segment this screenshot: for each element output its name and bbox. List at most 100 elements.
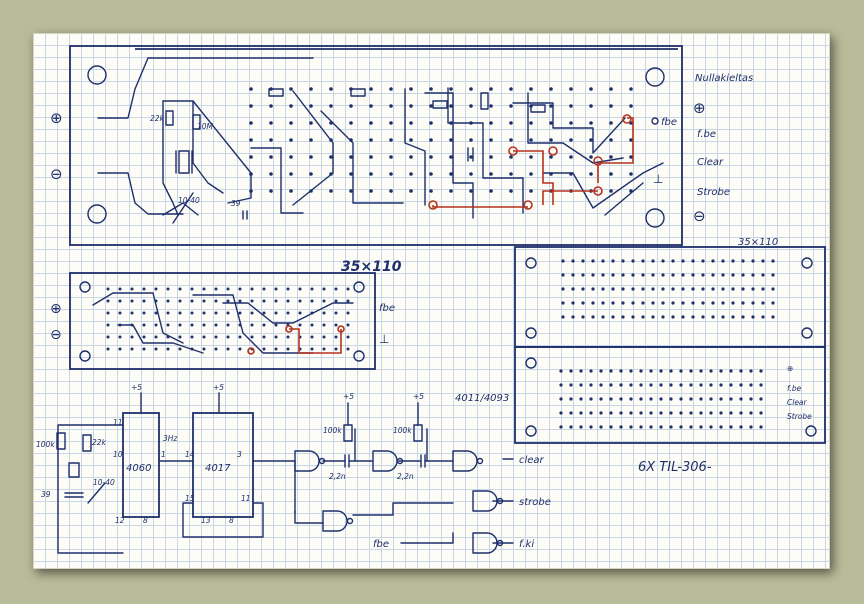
display-pad: [739, 397, 743, 401]
pin-11b: 11: [241, 494, 251, 503]
board-pad: [214, 287, 218, 291]
graph-paper-sheet: fbe ⊥ 22k 10M 10-40 39 ⊕ ⊖ Nullakieltas …: [33, 33, 830, 569]
board-pad: [142, 335, 146, 339]
display-pad: [641, 315, 645, 319]
board-pad: [249, 87, 253, 91]
board-pad: [429, 172, 433, 176]
board-pad: [269, 121, 273, 125]
board-pad: [106, 347, 110, 351]
board-pad: [130, 299, 134, 303]
board-pad: [409, 189, 413, 193]
board-pad: [569, 155, 573, 159]
board-pad: [509, 121, 513, 125]
pin-8b: 8: [229, 516, 234, 525]
display-pad: [699, 397, 703, 401]
board-pad: [238, 287, 242, 291]
display-pad: [719, 411, 723, 415]
board-pad: [178, 287, 182, 291]
board-pad: [250, 287, 254, 291]
display-pad: [731, 315, 735, 319]
board-pad: [289, 189, 293, 193]
board-pad: [214, 311, 218, 315]
output-clear: clear: [519, 455, 545, 466]
display-pad: [661, 287, 665, 291]
board-pad: [389, 138, 393, 142]
board-pad: [489, 189, 493, 193]
board-pad: [609, 189, 613, 193]
small-board-minus: ⊖: [50, 327, 62, 343]
display-pad: [741, 287, 745, 291]
board-pad: [190, 335, 194, 339]
display-pad: [761, 287, 765, 291]
display-pad: [731, 259, 735, 263]
board-pad: [249, 104, 253, 108]
display-pad: [619, 383, 623, 387]
board-pad: [289, 104, 293, 108]
display-pad: [569, 425, 573, 429]
display-pad: [709, 411, 713, 415]
display-pad: [649, 411, 653, 415]
display-pad: [671, 287, 675, 291]
board-pad: [429, 87, 433, 91]
board-pad: [369, 172, 373, 176]
display-pad: [641, 259, 645, 263]
board-pad: [309, 104, 313, 108]
board-pad: [489, 138, 493, 142]
board-pad: [489, 121, 493, 125]
display-pad: [671, 315, 675, 319]
display-pad: [771, 315, 775, 319]
display-pad: [721, 315, 725, 319]
board-pad: [106, 311, 110, 315]
board-pad: [190, 323, 194, 327]
display-pad: [659, 383, 663, 387]
board-pad: [262, 335, 266, 339]
display-pad: [571, 259, 575, 263]
display-pad: [589, 397, 593, 401]
board-pad: [329, 189, 333, 193]
display-pad: [731, 287, 735, 291]
board-pad: [329, 104, 333, 108]
display-note: 6X TIL-306-: [638, 460, 712, 475]
board-pad: [346, 311, 350, 315]
board-pad: [589, 87, 593, 91]
board-pad: [409, 87, 413, 91]
board-pad: [309, 121, 313, 125]
display-pad: [639, 383, 643, 387]
display-pad: [729, 369, 733, 373]
board-pad: [309, 87, 313, 91]
display-pad: [751, 315, 755, 319]
board-pad: [589, 138, 593, 142]
display-pad: [599, 411, 603, 415]
board-pad: [569, 138, 573, 142]
display-pad: [631, 287, 635, 291]
board-pad: [369, 87, 373, 91]
supply-rc2: +5: [413, 392, 424, 401]
board-pad: [269, 138, 273, 142]
board-pad: [549, 155, 553, 159]
board-pad: [202, 287, 206, 291]
display-pad: [691, 315, 695, 319]
display-pad: [721, 287, 725, 291]
display-pad: [629, 369, 633, 373]
ic-4060-label: 4060: [126, 463, 151, 474]
board-pad: [286, 299, 290, 303]
board-pad: [409, 172, 413, 176]
board-pad: [118, 335, 122, 339]
pin-13: 13: [201, 516, 211, 525]
display-pad: [749, 425, 753, 429]
board-pad: [202, 311, 206, 315]
display-pad: [581, 259, 585, 263]
board-pad: [389, 87, 393, 91]
pin-1: 1: [161, 450, 166, 459]
board-pad: [309, 172, 313, 176]
display-pad: [559, 397, 563, 401]
board-pad: [469, 87, 473, 91]
plus-symbol-left: ⊕: [50, 109, 63, 127]
board-pad: [629, 87, 633, 91]
board-pad: [429, 189, 433, 193]
board-pad: [238, 311, 242, 315]
board-pad: [249, 121, 253, 125]
display-pad: [709, 425, 713, 429]
display-pad: [681, 301, 685, 305]
display-pad: [581, 301, 585, 305]
